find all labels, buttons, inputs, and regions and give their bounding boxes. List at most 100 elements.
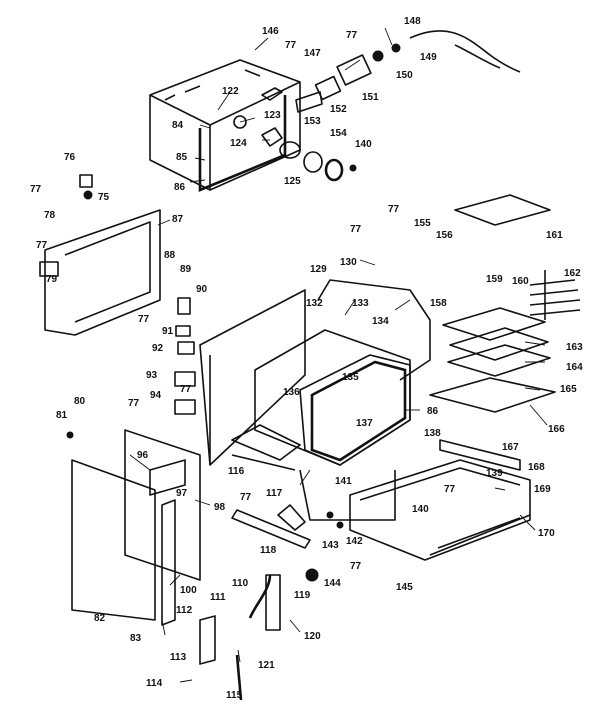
callout-77: 77 [180,384,192,395]
racks-broiler [429,194,581,413]
callout-149: 149 [420,52,437,63]
callout-140: 140 [355,139,372,150]
callout-88: 88 [164,250,176,261]
callout-168: 168 [528,462,545,473]
callout-118: 118 [260,545,277,556]
callout-152: 152 [330,104,347,115]
callout-77: 77 [350,561,362,572]
callout-170: 170 [538,528,555,539]
callout-150: 150 [396,70,413,81]
callout-154: 154 [330,128,347,139]
callout-117: 117 [266,488,283,499]
callout-165: 165 [560,384,577,395]
callout-116: 116 [228,466,245,477]
callout-82: 82 [94,613,106,624]
callout-142: 142 [346,536,363,547]
burner-hardware [279,30,521,182]
callout-146: 146 [262,26,279,37]
callout-77: 77 [444,484,456,495]
callout-161: 161 [546,230,563,241]
callout-90: 90 [196,284,208,295]
callout-84: 84 [172,120,184,131]
callout-119: 119 [294,590,311,601]
callout-89: 89 [180,264,192,275]
callout-148: 148 [404,16,421,27]
callout-164: 164 [566,362,583,373]
callout-112: 112 [176,605,193,616]
callout-114: 114 [146,678,163,689]
callout-125: 125 [284,176,301,187]
left-control-parts [39,174,196,415]
callout-75: 75 [98,192,110,203]
callout-166: 166 [548,424,565,435]
callout-93: 93 [146,370,158,381]
leader-lines [129,27,548,683]
callout-97: 97 [176,488,188,499]
callout-86: 86 [174,182,186,193]
callout-139: 139 [486,468,503,479]
callout-163: 163 [566,342,583,353]
callout-133: 133 [352,298,369,309]
callout-76: 76 [64,152,76,163]
callout-77: 77 [285,40,297,51]
callout-77: 77 [350,224,362,235]
callout-130: 130 [340,257,357,268]
callout-77: 77 [36,240,48,251]
callout-159: 159 [486,274,503,285]
callout-100: 100 [180,585,197,596]
callout-81: 81 [56,410,68,421]
callout-77: 77 [388,204,400,215]
callout-167: 167 [502,442,519,453]
callout-162: 162 [564,268,581,279]
storage-drawer [349,439,531,561]
callout-153: 153 [304,116,321,127]
callout-122: 122 [222,86,239,97]
callout-113: 113 [170,652,187,663]
callout-138: 138 [424,428,441,439]
callout-132: 132 [306,298,323,309]
callout-83: 83 [130,633,142,644]
callout-91: 91 [162,326,174,337]
callout-77: 77 [30,184,42,195]
callout-87: 87 [172,214,184,225]
callout-158: 158 [430,298,447,309]
callout-123: 123 [264,110,281,121]
callout-77: 77 [240,492,252,503]
callout-124: 124 [230,138,247,149]
callout-155: 155 [414,218,431,229]
callout-129: 129 [310,264,327,275]
bottom-hardware [199,504,344,701]
callout-79: 79 [46,274,58,285]
callout-92: 92 [152,343,164,354]
callout-98: 98 [214,502,226,513]
callout-121: 121 [258,660,275,671]
callout-110: 110 [232,578,249,589]
callout-156: 156 [436,230,453,241]
callout-144: 144 [324,578,341,589]
oven-body [199,279,431,521]
callout-137: 137 [356,418,373,429]
callout-134: 134 [372,316,389,327]
callout-145: 145 [396,582,413,593]
callout-94: 94 [150,390,162,401]
callout-86: 86 [427,406,439,417]
callout-115: 115 [226,690,243,701]
callout-147: 147 [304,48,321,59]
callout-77: 77 [128,398,140,409]
callout-85: 85 [176,152,188,163]
callout-141: 141 [335,476,352,487]
oven-door [66,429,201,626]
callout-135: 135 [342,372,359,383]
callout-136: 136 [283,387,300,398]
callout-140: 140 [412,504,429,515]
callout-77: 77 [346,30,358,41]
callout-120: 120 [304,631,321,642]
callout-78: 78 [44,210,56,221]
callout-80: 80 [74,396,86,407]
callout-169: 169 [534,484,551,495]
callout-151: 151 [362,92,379,103]
callout-77: 77 [138,314,150,325]
callout-96: 96 [137,450,149,461]
